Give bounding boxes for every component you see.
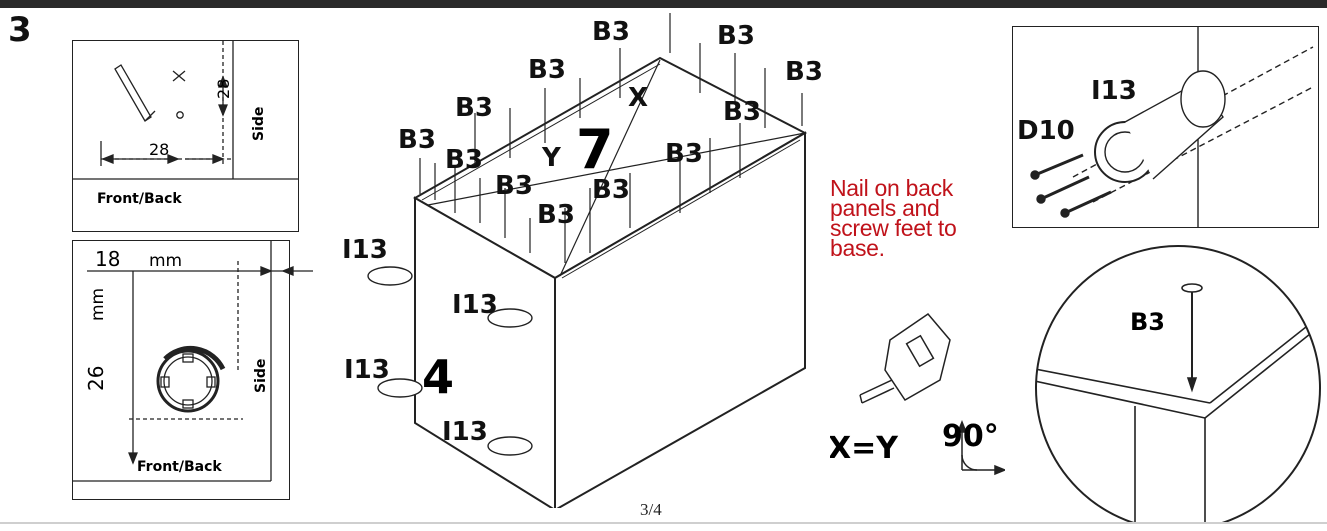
cabinet-front-panel <box>554 131 806 508</box>
dim-width: 18 <box>95 247 120 271</box>
diagonal-x <box>559 59 661 277</box>
foot-label: I13 <box>1091 76 1137 106</box>
top-border <box>0 0 1327 8</box>
feet-connectors <box>367 266 533 456</box>
nail-label: B3 <box>1130 308 1165 336</box>
nail-label: B3 <box>785 57 823 87</box>
tape-measure-area: X=Y 90° <box>830 312 1005 476</box>
angle-label: 90° <box>942 419 999 454</box>
foot-placement-diagram: 18 mm 26 mm Side Front/Back <box>73 241 313 482</box>
nail-label: B3 <box>398 125 436 155</box>
page-number: 3/4 <box>640 500 662 519</box>
nail-label: B3 <box>537 200 575 230</box>
equation-label: X=Y <box>830 431 899 466</box>
pencil-icon <box>114 64 152 122</box>
dim-vertical: 28 <box>214 79 233 99</box>
step-number: 3 <box>8 10 32 50</box>
foot-label: I13 <box>452 290 498 320</box>
diagonal-y <box>427 132 806 206</box>
cabinet-side-panel <box>414 196 556 508</box>
panel-top-number: 7 <box>576 118 614 181</box>
nail-label: B3 <box>665 139 703 169</box>
screw-label: D10 <box>1017 116 1075 146</box>
detail-foot-screws: I13 D10 <box>1012 26 1319 228</box>
panel-side-number: 4 <box>422 350 454 404</box>
main-cabinet-drawing: B3 B3 B3 B3 B3 B3 B3 B3 B3 B3 B3 B3 I13 … <box>342 13 823 508</box>
detail-foot-placement: 18 mm 26 mm Side Front/Back <box>72 240 313 500</box>
side-label: Side <box>253 359 269 393</box>
dim-height-unit: mm <box>88 288 108 321</box>
nail-label: B3 <box>717 21 755 51</box>
foot-screw-diagram: I13 D10 <box>1017 27 1314 227</box>
marking-diagram: 28 28 Side Front/Back <box>73 41 298 207</box>
diag-y-label: Y <box>541 143 562 173</box>
front-back-label: Front/Back <box>137 459 222 475</box>
nails-group <box>419 13 803 263</box>
nail-label: B3 <box>592 175 630 205</box>
diag-x-label: X <box>628 83 648 113</box>
nail-label: B3 <box>445 145 483 175</box>
nail-label: B3 <box>528 55 566 85</box>
nail-label: B3 <box>455 93 493 123</box>
bottom-border <box>0 522 1327 524</box>
side-label: Side <box>251 107 267 141</box>
detail-nail-circle: B3 <box>1035 245 1321 523</box>
instruction-note: Nail on back panels and screw feet to ba… <box>830 175 957 261</box>
detail-marking-panel: 28 28 Side Front/Back <box>72 40 299 232</box>
foot-label: I13 <box>342 235 388 265</box>
dim-width-unit: mm <box>149 251 182 271</box>
nail-label: B3 <box>723 97 761 127</box>
foot-label: I13 <box>344 355 390 385</box>
nail-label: B3 <box>495 171 533 201</box>
nail-label: B3 <box>592 17 630 47</box>
foot-label: I13 <box>442 417 488 447</box>
dim-height: 26 <box>84 366 108 391</box>
dim-horizontal: 28 <box>149 140 169 159</box>
front-back-label: Front/Back <box>97 191 182 207</box>
